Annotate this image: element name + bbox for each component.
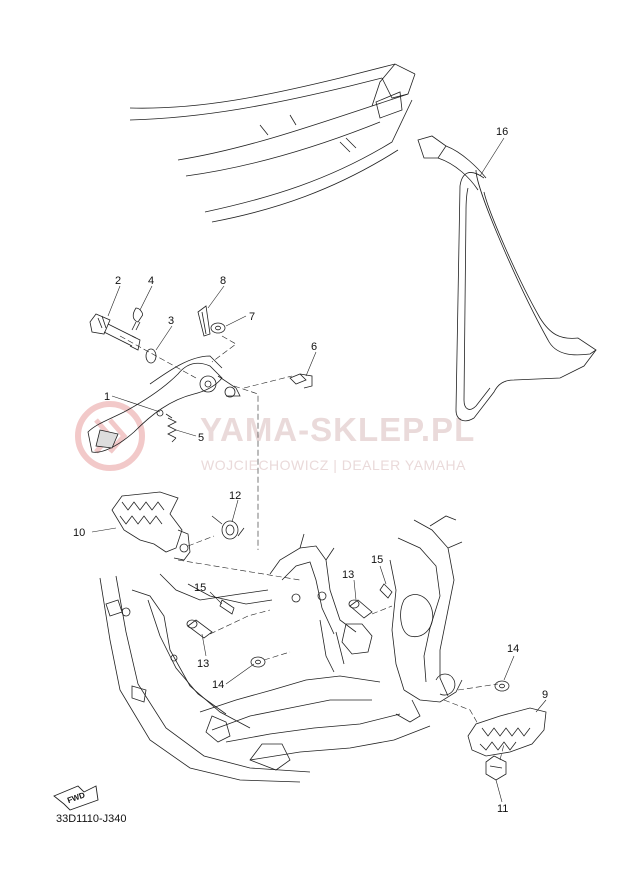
pin-15-left [219, 599, 235, 615]
callout-2: 2 [115, 275, 121, 287]
assembly-lines [119, 335, 505, 761]
callout-8: 8 [220, 275, 226, 287]
callout-14-right: 14 [507, 643, 519, 655]
callout-7: 7 [249, 311, 255, 323]
callout-6: 6 [311, 341, 317, 353]
cotter-pin-4 [131, 307, 143, 331]
leader-lines [91, 137, 547, 803]
callout-11: 11 [497, 803, 508, 815]
main-frame [99, 515, 463, 783]
bolt-13-right [348, 599, 373, 619]
callout-15-left: 15 [194, 582, 206, 594]
callout-16: 16 [496, 126, 508, 138]
callout-4: 4 [148, 275, 154, 287]
fwd-arrow-icon: FWD [53, 785, 99, 811]
spring-12 [211, 515, 245, 540]
rear-frame [129, 63, 416, 223]
washer-14-right [494, 680, 510, 692]
brake-pedal [87, 355, 241, 453]
footrest-left [111, 491, 191, 561]
clip-11 [485, 755, 507, 781]
callout-13-left: 13 [197, 658, 209, 670]
washer-7 [210, 322, 226, 334]
watermark-subtitle: WOJCIECHOWICZ | DEALER YAMAHA [201, 457, 466, 473]
side-stand [417, 135, 597, 422]
callout-5: 5 [198, 432, 204, 444]
callout-3: 3 [168, 315, 174, 327]
callout-12: 12 [229, 490, 241, 502]
callout-14-left: 14 [212, 679, 224, 691]
callout-10: 10 [73, 527, 85, 539]
cotter-pin-8 [197, 305, 211, 337]
pin-6 [289, 373, 313, 389]
spring-5 [165, 413, 177, 443]
pin-15-right [379, 583, 393, 599]
callout-15-right: 15 [371, 554, 383, 566]
footrest-right [467, 707, 547, 757]
pedal-shaft [89, 313, 141, 351]
callout-1: 1 [104, 391, 110, 403]
callout-9: 9 [542, 689, 548, 701]
callouts: 1 2 3 4 5 6 7 8 9 10 11 12 13 13 14 14 1… [73, 126, 548, 815]
watermark-title: YAMA-SKLEP.PL [200, 411, 475, 448]
diagram-code: 33D1110-J340 [56, 813, 127, 825]
bolt-13-left [186, 619, 213, 639]
washer-14-left [250, 656, 266, 668]
callout-13-right: 13 [342, 569, 354, 581]
